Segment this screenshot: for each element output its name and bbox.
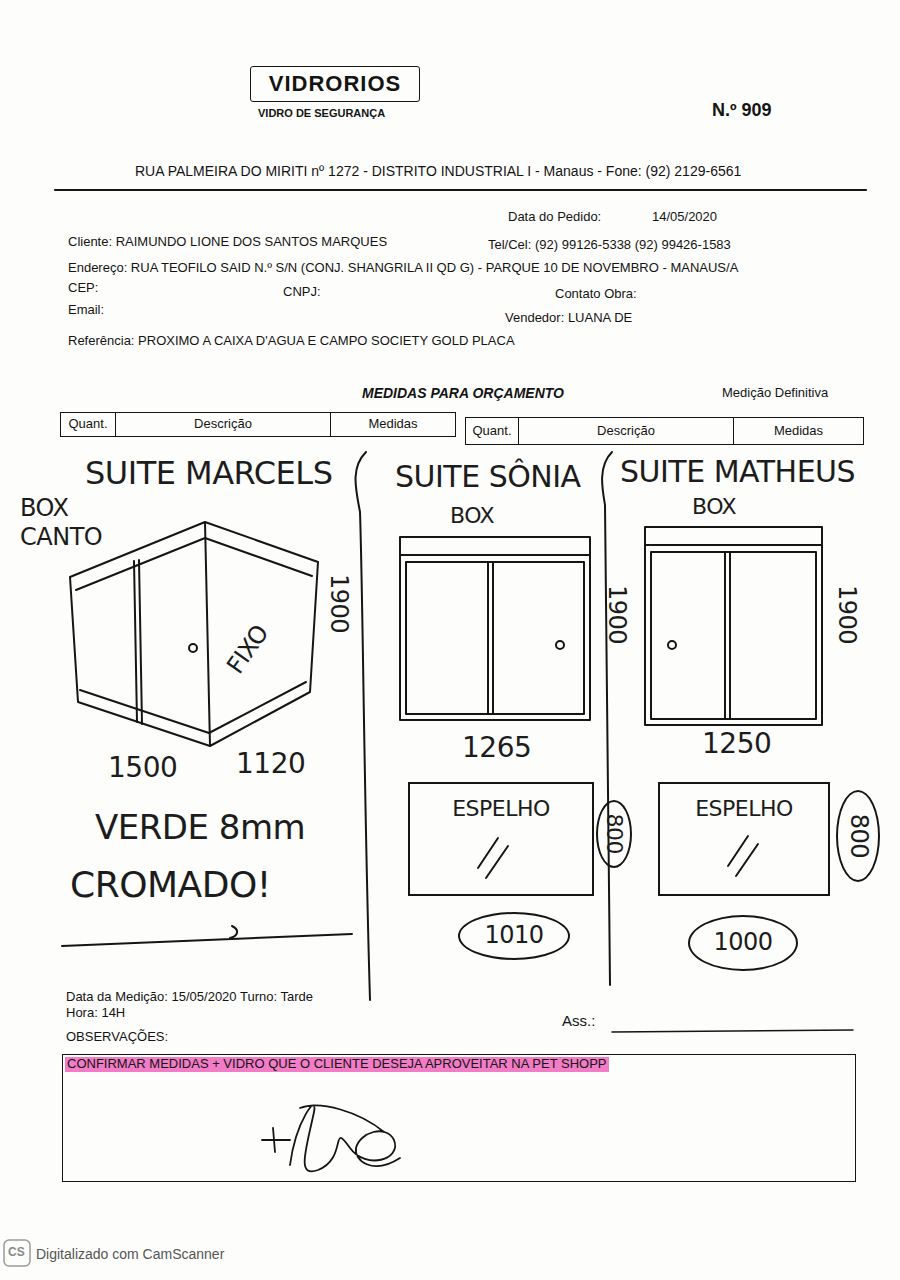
mirror-box: ESPELHO [658,782,830,896]
table-header-cell: Medidas [330,412,456,437]
handwritten-note: SUITE MARCELS [85,455,332,492]
form-field-text: Tel/Cel: (92) 99126-5338 (92) 99426-1583 [488,238,731,253]
circled-dimension: 800 [836,790,880,882]
form-field-text: CS [8,1246,25,1260]
logo-box: VIDRORIOS [250,66,420,102]
form-field-text: Data do Pedido: [508,210,601,225]
column-header: Quant. [472,424,511,439]
circled-dimension: 1010 [458,912,570,960]
handwritten-note: 1900 [832,585,860,644]
mirror-box: ESPELHO [408,782,594,896]
form-field-text: VIDRO DE SEGURANÇA [258,107,385,120]
handwritten-note: VERDE 8mm [95,808,305,847]
form-field-text: Data da Medição: 15/05/2020 Turno: Tarde [66,990,313,1005]
form-field-text: MEDIDAS PARA ORÇAMENTO [362,385,564,401]
dimension-value: 800 [844,814,872,858]
form-field-text: Email: [68,303,104,318]
form-field-text: Medição Definitiva [722,386,828,401]
handwritten-note: BOX [450,503,494,528]
form-field-text: Cliente: RAIMUNDO LIONE DOS SANTOS MARQU… [68,235,387,250]
handwritten-note: CROMADO! [70,864,271,905]
handwritten-note: SUITE MATHEUS [620,455,855,490]
column-header: Quant. [68,417,107,432]
table-header-cell: Quant. [60,412,116,437]
mirror-label: ESPELHO [695,796,793,821]
signature [262,1105,400,1171]
form-field-text: CNPJ: [283,285,321,300]
form-field-text: Referência: PROXIMO A CAIXA D'AGUA E CAM… [68,334,515,349]
dimension-value: 1010 [484,922,543,950]
column-header: Descrição [597,424,655,439]
table-header-cell: Descrição [115,412,331,437]
handwritten-note: 1120 [236,748,305,780]
column-separator [602,452,612,985]
dimension-value: 1000 [713,929,772,957]
table-header-cell: Quant. [465,417,519,445]
form-field-text: Digitalizado com CamScanner [36,1246,224,1262]
brand-name: VIDRORIOS [269,71,401,96]
highlighted-note: CONFIRMAR MEDIDAS + VIDRO QUE O CLIENTE … [65,1057,609,1072]
form-field-text: N.º 909 [712,100,772,121]
column-header: Medidas [774,424,823,439]
handwritten-note: 1265 [462,732,531,764]
dimension-value: 800 [601,814,626,855]
scanner-badge [4,1240,30,1266]
mirror-mark [478,838,508,878]
form-field-text: RUA PALMEIRA DO MIRITI nº 1272 - DISTRIT… [135,163,741,179]
handwritten-note: 1500 [108,752,177,784]
header-rule [55,189,866,191]
form-field-text: Hora: 14H [66,1006,125,1021]
handwritten-note: BOX CANTO [20,494,116,552]
handwritten-note: BOX [692,494,736,519]
form-field-text: 14/05/2020 [652,210,717,225]
underline-stroke [62,926,352,946]
table-header-cell: Descrição [518,417,734,445]
form-field-text: CEP: [68,281,98,296]
circled-dimension: 800 [596,800,632,868]
signature-line [612,1030,853,1032]
mirror-mark [728,836,758,876]
shower-sketch [645,527,822,725]
circled-dimension: 1000 [688,915,798,971]
handwritten-note: 1900 [324,574,352,633]
handwritten-note: FIXO [222,620,275,679]
form-field-text: Contato Obra: [555,287,637,302]
section-heading: OBSERVAÇÕES: [66,1030,168,1045]
table-header-cell: Medidas [733,417,864,445]
corner-shower-sketch [70,522,318,746]
column-header: Medidas [368,417,417,432]
column-separator [356,452,371,1000]
form-field-text: Endereço: RUA TEOFILO SAID N.º S/N (CONJ… [68,261,738,276]
mirror-label: ESPELHO [452,796,550,821]
handwritten-note: 1900 [602,585,630,644]
observations-box: OBSERVAÇÕES: CONFIRMAR MEDIDAS + VIDRO QU… [62,1030,856,1182]
column-header: Descrição [194,417,252,432]
form-field-text: Ass.: [562,1012,595,1029]
handwritten-note: SUITE SÔNIA [395,460,581,495]
form-field-text: Vendedor: LUANA DE [505,311,632,326]
handwritten-note: 1250 [702,728,771,760]
shower-sketch [400,537,590,720]
observations-frame [62,1054,856,1182]
